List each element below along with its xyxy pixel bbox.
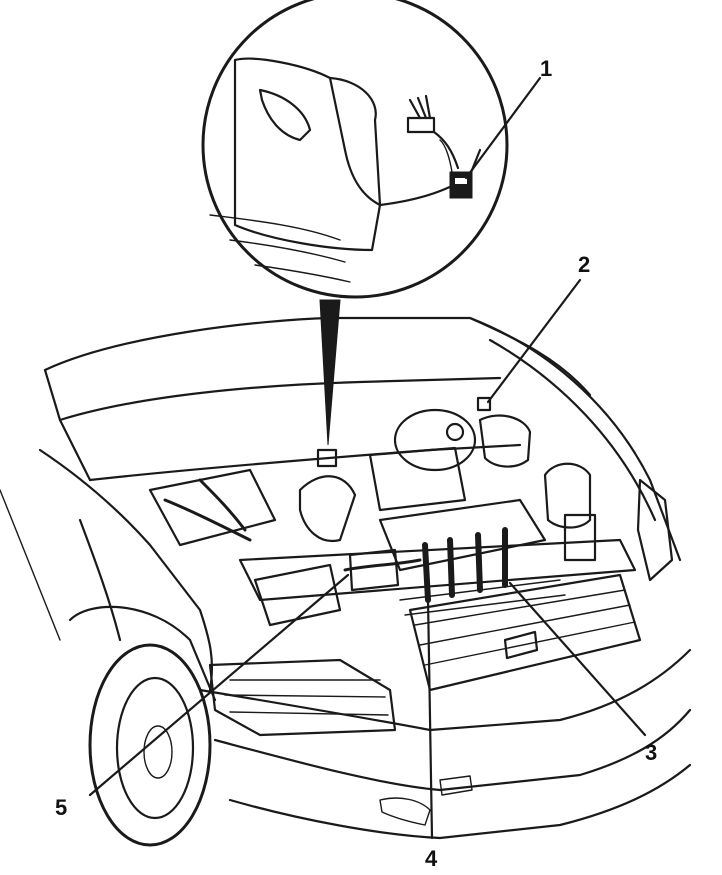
detail-inset <box>201 0 509 299</box>
left-bay-component <box>253 563 342 627</box>
front-bumper-bottom <box>228 763 692 840</box>
harness-5 <box>343 558 422 572</box>
left-fender <box>38 448 214 692</box>
leader-line-3 <box>508 581 647 737</box>
right-headlight <box>636 478 674 582</box>
grille-bar1 <box>414 589 626 626</box>
callout-1: 1 <box>540 56 552 81</box>
bumper-intake <box>379 797 431 826</box>
engine-compartment <box>148 396 637 627</box>
grille-emblem <box>503 630 539 660</box>
brake-master-cap <box>445 422 465 442</box>
plug-wire-1 <box>422 542 431 603</box>
valve-cover <box>378 498 547 572</box>
headlight-lens3 <box>229 711 389 716</box>
leader-line-1 <box>464 76 542 180</box>
plug-wire-3 <box>475 532 483 593</box>
inset-lower-connector-slot <box>455 178 467 184</box>
right-fender <box>468 316 682 562</box>
inset-floor-line3 <box>254 264 351 283</box>
engine-detail-1 <box>399 579 561 601</box>
front-wheel-hub <box>143 725 173 779</box>
callout-2: 2 <box>578 252 590 277</box>
grille <box>408 573 642 692</box>
hood-outline <box>43 316 592 397</box>
coolant-tank <box>543 462 592 529</box>
bumper-intake-right <box>439 775 473 796</box>
brake-booster <box>393 408 477 472</box>
inset-circle <box>201 0 509 299</box>
inset-panel <box>258 88 312 142</box>
a-pillar <box>0 489 61 641</box>
front-wheel-rim <box>115 676 195 820</box>
engine-detail-2 <box>404 594 566 616</box>
callout-5: 5 <box>55 795 67 820</box>
radiator-support <box>238 538 637 602</box>
inset-upper-connector <box>406 116 436 134</box>
air-duct <box>298 475 357 543</box>
vehicle-body <box>0 316 692 847</box>
inset-pointer <box>319 299 341 446</box>
headlight <box>208 658 397 737</box>
front-wheel-tire <box>88 643 212 847</box>
callout-3: 3 <box>645 740 657 765</box>
inset-seat-cushion <box>328 76 382 207</box>
inset-connector-leads <box>439 139 453 173</box>
callout-4: 4 <box>425 846 438 871</box>
left-fender-lower <box>78 518 122 642</box>
fuse-box <box>563 513 597 562</box>
headlight-lens2 <box>224 694 386 698</box>
leader-lines <box>88 76 647 840</box>
grille-bar2 <box>419 604 631 646</box>
inset-floor-line2 <box>229 239 346 263</box>
leader-line-5 <box>88 573 350 797</box>
hood-left-side <box>43 368 92 482</box>
reservoir <box>478 414 532 468</box>
inset-seat-back <box>233 57 382 252</box>
inset-floor-line <box>209 214 341 241</box>
wheel-arch <box>68 605 217 702</box>
hood-edge <box>58 376 502 422</box>
battery <box>148 468 277 547</box>
right-fender-inner <box>488 338 657 522</box>
front-bumper-lower <box>213 708 692 792</box>
relay-part-2 <box>476 396 492 412</box>
inset-wire-harness <box>408 94 460 170</box>
grille-bar3 <box>424 621 636 666</box>
air-cleaner <box>368 446 467 512</box>
battery-cables <box>163 478 252 542</box>
leader-line-2 <box>486 278 582 404</box>
callout-labels: 1 2 3 4 5 <box>55 56 657 871</box>
leader-line-4 <box>426 596 434 840</box>
distributor <box>348 548 400 592</box>
plug-wire-2 <box>447 537 455 598</box>
